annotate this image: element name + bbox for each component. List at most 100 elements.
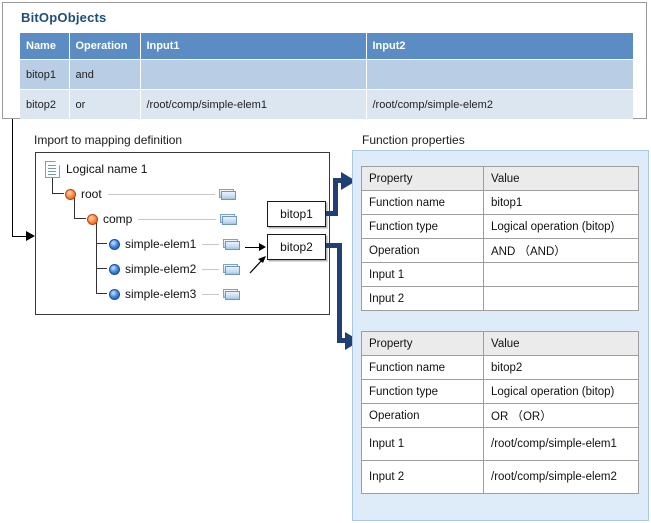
cell-value: /root/comp/simple-elem2	[483, 460, 639, 494]
leader-line	[202, 293, 220, 295]
cell-property: Function type	[361, 379, 484, 404]
tree-tick-elem1	[96, 243, 107, 244]
cell-value: OR （OR）	[483, 403, 639, 428]
cell-property: Function type	[361, 214, 484, 239]
table-row: Input 1 /root/comp/simple-elem1	[361, 427, 639, 461]
cell-property: Function name	[361, 355, 484, 380]
tree-node-root[interactable]: root	[65, 185, 236, 203]
cell-property: Operation	[361, 403, 484, 428]
panel-to-tree-connector-vertical	[12, 119, 13, 237]
cell-value: AND （AND）	[483, 238, 639, 263]
elem1-to-bitop2-line	[245, 247, 260, 248]
cell-property: Input 2	[361, 460, 484, 494]
elem1-to-bitop2-arrowhead-icon	[259, 243, 266, 251]
function-node-label: bitop1	[280, 207, 313, 221]
tree-node-label: simple-elem2	[125, 262, 197, 276]
cell-operation: or	[69, 89, 141, 119]
panel-to-tree-arrowhead-icon	[26, 231, 35, 241]
table-row: bitop1 and	[20, 59, 633, 90]
cell-value: bitop2	[483, 355, 639, 380]
simple-node-icon	[109, 288, 120, 300]
tree-elbow-comp	[74, 196, 86, 219]
tree-node-simple-elem1[interactable]: simple-elem1	[109, 235, 241, 253]
bitop1-connector-elbow	[333, 178, 343, 183]
caption-import-to-mapping-definition: Import to mapping definition	[34, 133, 183, 147]
column-header-value: Value	[483, 166, 639, 191]
bitop2-connector-elbow	[337, 338, 347, 343]
table-header-row: Property Value	[361, 166, 639, 191]
bitop-objects-panel: BitOpObjects Name Operation Input1 Input…	[2, 2, 647, 119]
cell-value: /root/comp/simple-elem1	[483, 427, 639, 461]
cell-input2: /root/comp/simple-elem2	[366, 89, 633, 119]
cell-value	[483, 262, 639, 287]
cell-input1	[140, 59, 367, 90]
table-row: Operation OR （OR）	[361, 403, 639, 428]
bitop-objects-table: Name Operation Input1 Input2 bitop1 and …	[20, 33, 633, 119]
column-header-input1: Input1	[140, 33, 367, 60]
tree-node-label: simple-elem1	[125, 237, 197, 251]
tree-trunk-children	[96, 221, 97, 293]
caption-function-properties: Function properties	[362, 133, 465, 147]
cell-property: Operation	[361, 238, 484, 263]
complex-node-icon	[65, 188, 76, 200]
leader-line	[138, 218, 217, 220]
function-node-bitop2[interactable]: bitop2	[267, 234, 326, 260]
column-header-property: Property	[361, 166, 484, 191]
function-node-bitop1[interactable]: bitop1	[267, 201, 326, 227]
elem2-to-bitop2-arrow-icon	[249, 256, 266, 274]
bitop1-connector-horizontal	[326, 211, 338, 216]
cell-property: Input 1	[361, 427, 484, 461]
function-properties-table-bitop2: Property Value Function name bitop2 Func…	[361, 331, 639, 494]
bitop1-connector-vertical	[333, 180, 338, 216]
simple-node-icon	[109, 238, 120, 250]
table-row: Function name bitop2	[361, 355, 639, 380]
cell-value: Logical operation (bitop)	[483, 379, 639, 404]
cell-property: Input 1	[361, 262, 484, 287]
tree-node-comp[interactable]: comp	[87, 210, 238, 228]
mapping-stub-icon[interactable]	[220, 213, 238, 225]
tree-node-simple-elem2[interactable]: simple-elem2	[109, 260, 241, 278]
tree-node-label: Logical name 1	[66, 162, 148, 176]
tree-elbow-root	[52, 171, 64, 194]
leader-line	[202, 243, 220, 245]
mapping-tree-box: Logical name 1 root comp simple-elem1 si…	[35, 152, 330, 315]
tree-node-label: root	[81, 187, 102, 201]
cell-value: bitop1	[483, 190, 639, 215]
tree-node-label: simple-elem3	[125, 287, 197, 301]
leader-line	[107, 193, 215, 195]
function-properties-table-bitop1: Property Value Function name bitop1 Func…	[361, 166, 639, 311]
table-row: Operation AND （AND）	[361, 238, 639, 263]
cell-input2	[366, 59, 633, 90]
bitop-objects-title: BitOpObjects	[21, 10, 107, 25]
mapping-stub-icon[interactable]	[223, 238, 241, 250]
complex-node-icon	[87, 213, 98, 225]
table-row: Input 1	[361, 262, 639, 287]
tree-tick-elem3	[96, 293, 107, 294]
leader-line	[202, 268, 220, 270]
table-row: Function name bitop1	[361, 190, 639, 215]
table-row: Input 2 /root/comp/simple-elem2	[361, 460, 639, 494]
bitop2-connector-horizontal	[326, 243, 342, 248]
mapping-stub-icon[interactable]	[218, 188, 236, 200]
document-icon	[45, 160, 60, 178]
tree-node-simple-elem3[interactable]: simple-elem3	[109, 285, 241, 303]
cell-value	[483, 286, 639, 311]
table-row: Input 2	[361, 286, 639, 311]
bitop2-connector-vertical	[337, 243, 342, 343]
column-header-input2: Input2	[366, 33, 633, 60]
tree-node-logical-name[interactable]: Logical name 1	[45, 160, 147, 178]
cell-property: Function name	[361, 190, 484, 215]
column-header-operation: Operation	[69, 33, 141, 60]
simple-node-icon	[109, 263, 120, 275]
mapping-stub-icon[interactable]	[223, 263, 241, 275]
cell-name: bitop1	[20, 59, 70, 90]
table-row: Function type Logical operation (bitop)	[361, 379, 639, 404]
cell-operation: and	[69, 59, 141, 90]
column-header-value: Value	[483, 331, 639, 356]
table-header-row: Name Operation Input1 Input2	[20, 33, 633, 60]
mapping-stub-icon[interactable]	[223, 288, 241, 300]
table-row: Function type Logical operation (bitop)	[361, 214, 639, 239]
cell-value: Logical operation (bitop)	[483, 214, 639, 239]
panel-to-tree-connector-horizontal	[12, 236, 27, 237]
